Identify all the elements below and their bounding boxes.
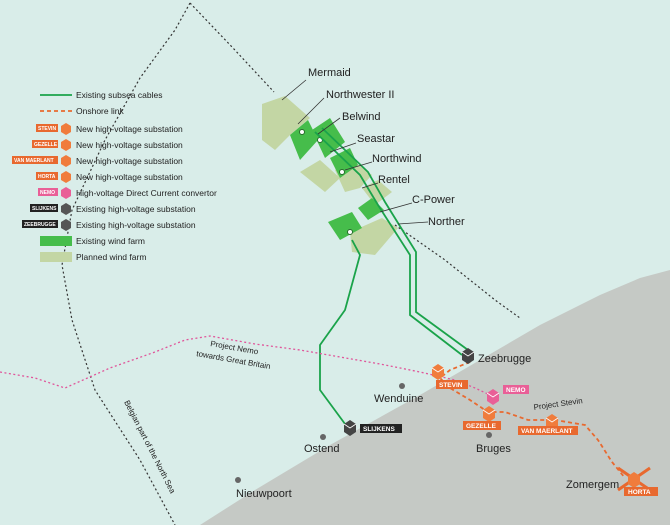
- belgian-sea-border-east: [394, 224, 521, 319]
- planned-farm-mermaid: [262, 96, 310, 150]
- substation-slijkens-icon: [343, 420, 357, 436]
- tag-stevin: STEVIN: [436, 380, 468, 389]
- label-ostend: Ostend: [304, 443, 339, 455]
- tag-horta: HORTA: [624, 487, 658, 496]
- marker-northwester: [299, 129, 305, 135]
- legend-label-6: High-voltage Direct Current convertor: [76, 188, 217, 198]
- grey-cube-icon: [61, 203, 71, 215]
- dot-bruges: [486, 432, 492, 438]
- legend-tag-2: STEVIN: [38, 126, 56, 132]
- legend-tag-7: SLIJKENS: [32, 206, 57, 212]
- farm-northwester: [290, 120, 318, 160]
- svg-text:VAN MAERLANT: VAN MAERLANT: [521, 428, 573, 435]
- farm-cpower-south: [328, 212, 362, 240]
- land: [200, 270, 670, 525]
- legend-tag-3: GEZELLE: [34, 142, 58, 148]
- legend-label-8: Existing high-voltage substation: [76, 220, 196, 230]
- label-rentel: Rentel: [378, 174, 410, 186]
- orange-cube-icon: [61, 123, 71, 135]
- tag-slijkens: SLIJKENS: [360, 424, 402, 433]
- label-nieuwpoort: Nieuwpoort: [236, 488, 292, 500]
- legend-label-7: Existing high-voltage substation: [76, 204, 196, 214]
- cable-belwind-zeebrugge-2: [321, 127, 469, 351]
- legend: Existing subsea cables Onshore link STEV…: [12, 90, 217, 262]
- pink-cube-icon: [61, 187, 71, 199]
- label-northwind: Northwind: [372, 153, 422, 165]
- substation-gezelle-icon: [482, 406, 496, 422]
- town-dots: [235, 383, 492, 483]
- legend-label-1: Onshore link: [76, 106, 124, 116]
- legend-label-4: New high-voltage substation: [76, 156, 183, 166]
- svg-text:SLIJKENS: SLIJKENS: [363, 426, 395, 433]
- dot-nieuwpoort: [235, 477, 241, 483]
- orange-cube-icon: [61, 139, 71, 151]
- label-wenduine: Wenduine: [374, 393, 423, 405]
- label-zomergem: Zomergem: [566, 479, 619, 491]
- legend-label-2: New high-voltage substation: [76, 124, 183, 134]
- tag-van-maerlant: VAN MAERLANT: [518, 426, 578, 435]
- marker-northwind: [339, 169, 345, 175]
- planned-farm-seastar: [300, 160, 340, 192]
- svg-text:HORTA: HORTA: [628, 489, 651, 496]
- substation-horta-icon: [628, 472, 640, 488]
- legend-label-0: Existing subsea cables: [76, 90, 162, 100]
- grey-cube-icon: [61, 219, 71, 231]
- label-cpower: C-Power: [412, 194, 455, 206]
- legend-tag-6: NEMO: [40, 190, 55, 196]
- svg-text:NEMO: NEMO: [506, 387, 526, 394]
- svg-text:STEVIN: STEVIN: [439, 382, 463, 389]
- marker-cpower: [347, 229, 353, 235]
- legend-tag-5: HORTA: [38, 174, 56, 180]
- legend-tag-8: ZEEBRUGGE: [24, 222, 56, 228]
- substation-stevin-icon: [431, 364, 445, 380]
- label-belwind: Belwind: [342, 111, 381, 123]
- legend-label-5: New high-voltage substation: [76, 172, 183, 182]
- label-zeebrugge: Zeebrugge: [478, 353, 531, 365]
- label-seastar: Seastar: [357, 133, 395, 145]
- project-nemo-route: [0, 335, 491, 396]
- green-box-icon: [40, 236, 72, 246]
- orange-cube-icon: [61, 171, 71, 183]
- onshore-link: [438, 361, 626, 479]
- cable-cpower-ostend: [319, 239, 361, 429]
- existing-wind-farms: [290, 118, 384, 240]
- tag-nemo: NEMO: [503, 385, 529, 394]
- label-norther: Norther: [428, 216, 465, 228]
- legend-label-9: Existing wind farm: [76, 236, 145, 246]
- dot-ostend: [320, 434, 326, 440]
- label-northwester: Northwester II: [326, 89, 394, 101]
- legend-tag-4: VAN MAERLANT: [14, 158, 54, 164]
- planned-wind-farms: [262, 96, 398, 255]
- legend-label-3: New high-voltage substation: [76, 140, 183, 150]
- farm-belwind: [312, 118, 345, 158]
- legend-label-10: Planned wind farm: [76, 252, 146, 262]
- substation-zeebrugge-icon: [461, 348, 475, 364]
- tag-gezelle: GEZELLE: [463, 421, 501, 430]
- svg-text:GEZELLE: GEZELLE: [466, 423, 497, 430]
- label-mermaid: Mermaid: [308, 67, 351, 79]
- label-bruges: Bruges: [476, 443, 511, 455]
- orange-cube-icon: [61, 155, 71, 167]
- olive-box-icon: [40, 252, 72, 262]
- nemo-convertor-icon: [486, 389, 500, 405]
- substations: [343, 348, 640, 488]
- dot-wenduine: [399, 383, 405, 389]
- planned-farm-cpower: [362, 180, 392, 205]
- leader-lines: [281, 79, 429, 225]
- planned-farm-norther: [350, 218, 398, 255]
